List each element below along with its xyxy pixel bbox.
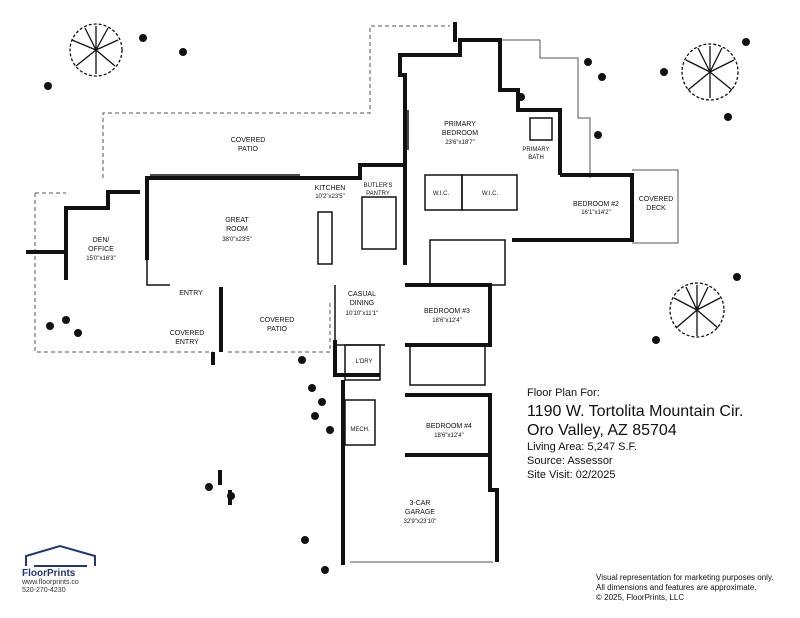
dim-bedroom-4: 18'6"x12'4" xyxy=(434,433,464,439)
dim-garage: 32'9"x23'10" xyxy=(404,519,437,525)
tree-top-left xyxy=(69,23,123,77)
great-room-wall xyxy=(145,176,310,260)
brand-website: www.floorprints.co xyxy=(22,579,79,586)
dim-kitchen: 10'2"x23'5" xyxy=(315,194,345,200)
property-info: Floor Plan For: 1190 W. Tortolita Mounta… xyxy=(527,387,743,482)
bedroom2-wall xyxy=(512,173,634,242)
bedroom3-bath xyxy=(409,344,486,386)
label-bedroom-3: BEDROOM #3 xyxy=(424,308,470,315)
brand-block: FloorPrints www.floorprints.co 520-270-4… xyxy=(22,546,112,595)
bedroom4-wall xyxy=(405,393,492,457)
kitchen-wall xyxy=(310,163,405,180)
data-source: Source: Assessor xyxy=(527,455,613,467)
label-wic-1: W.I.C. xyxy=(433,191,450,197)
kitchen-island xyxy=(317,211,333,265)
label-kitchen: KITCHEN xyxy=(315,185,346,192)
bath-hall xyxy=(429,239,506,286)
label-mech: MECH. xyxy=(350,427,370,433)
brand-logo-mark xyxy=(25,544,96,567)
dim-den-office: 15'0"x16'3" xyxy=(86,256,116,262)
landscape-trees xyxy=(69,23,739,338)
dim-bedroom-2: 16'1"x14'2" xyxy=(581,210,611,216)
dim-casual-dining: 10'10"x11'1" xyxy=(346,311,378,317)
label-entry: ENTRY xyxy=(179,290,203,297)
brand-name: FloorPrints xyxy=(22,568,76,579)
floor-plan-for-label: Floor Plan For: xyxy=(527,387,600,399)
label-bedroom-4: BEDROOM #4 xyxy=(426,423,472,430)
landscape-shrubs xyxy=(44,34,750,574)
covered-area-outlines xyxy=(34,25,450,353)
dim-great-room: 38'0"x23'5" xyxy=(222,237,252,243)
primary-bath-tub xyxy=(529,117,553,141)
great-room-bottom xyxy=(146,260,170,286)
tree-right xyxy=(669,282,725,338)
label-wic-2: W.I.C. xyxy=(482,191,499,197)
disclaimer-line-2: All dimensions and features are approxim… xyxy=(596,583,757,592)
pantry-block xyxy=(361,196,397,250)
address-line-1: 1190 W. Tortolita Mountain Cir. xyxy=(527,403,744,420)
copyright: © 2025, FloorPrints, LLC xyxy=(596,593,685,602)
garage-right xyxy=(488,455,499,562)
deck-outlines xyxy=(350,39,679,563)
label-bedroom-2: BEDROOM #2 xyxy=(573,201,619,208)
site-visit: Site Visit: 02/2025 xyxy=(527,469,616,481)
disclaimer: Visual representation for marketing purp… xyxy=(596,573,774,603)
interior-walls xyxy=(146,110,553,446)
dim-bedroom-3: 18'6"x12'4" xyxy=(432,318,462,324)
mech-block xyxy=(344,399,376,446)
exterior-walls xyxy=(26,22,634,565)
disclaimer-line-1: Visual representation for marketing purp… xyxy=(596,573,774,582)
dim-primary-bedroom: 23'6"x18'7" xyxy=(445,140,475,146)
brand-phone: 520-270-4230 xyxy=(22,587,66,594)
address-line-2: Oro Valley, AZ 85704 xyxy=(527,422,677,439)
den-wall xyxy=(64,190,140,280)
patio-outline xyxy=(102,25,450,178)
wic-right xyxy=(461,174,518,211)
covered-deck-outline xyxy=(632,169,679,244)
laundry-block xyxy=(344,344,381,381)
label-laundry: L'DRY xyxy=(355,359,372,365)
bedroom3-wall xyxy=(405,283,492,347)
entry-outline xyxy=(34,193,213,353)
patio-mid-outline xyxy=(228,300,331,353)
primary-balcony-outline xyxy=(458,39,591,178)
primary-wall xyxy=(398,38,562,265)
tree-top-right xyxy=(681,43,739,101)
living-area: Living Area: 5,247 S.F. xyxy=(527,441,638,453)
label-den-office: DEN/OFFICE xyxy=(88,237,114,253)
utility-wall xyxy=(333,340,380,377)
